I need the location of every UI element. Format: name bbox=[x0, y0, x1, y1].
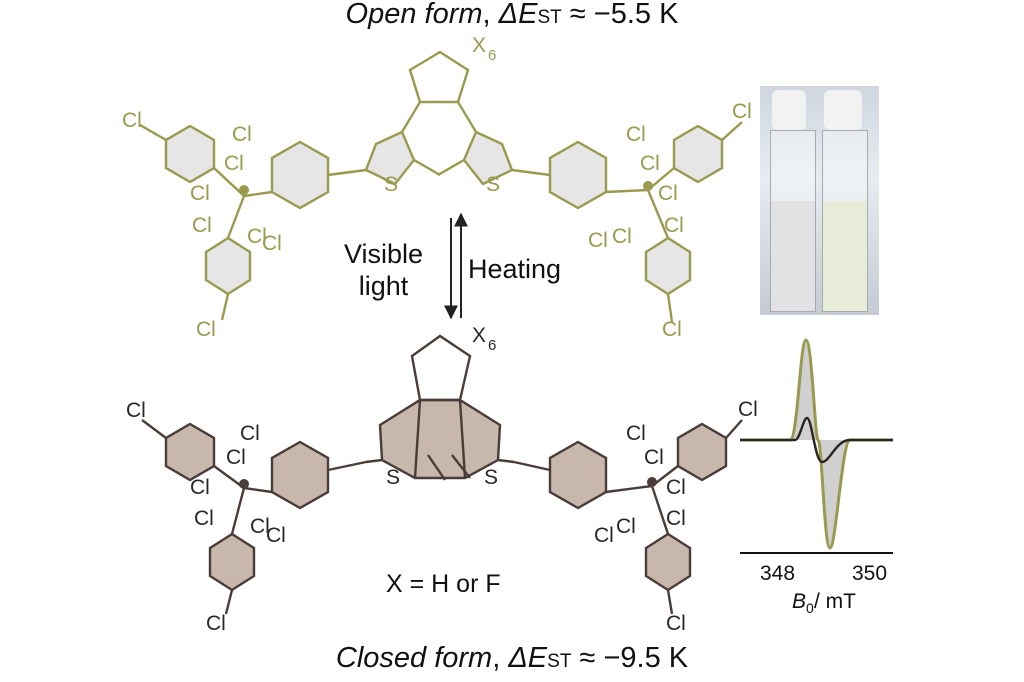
ring-substituent: X bbox=[472, 34, 486, 57]
atom-cl: Cl bbox=[616, 515, 636, 538]
atom-cl: Cl bbox=[206, 612, 226, 635]
forward-arrow-label: Visible light bbox=[344, 239, 424, 301]
atom-cl: Cl bbox=[240, 422, 260, 445]
atom-cl: Cl bbox=[224, 152, 244, 175]
atom-cl: Cl bbox=[612, 225, 632, 248]
epr-spectrum bbox=[740, 338, 893, 554]
atom-cl: Cl bbox=[226, 446, 246, 469]
epr-xlabel-symbol: B bbox=[792, 590, 806, 613]
atom-cl: Cl bbox=[194, 507, 214, 530]
closed-form-structure bbox=[141, 334, 743, 615]
atom-cl: Cl bbox=[266, 524, 286, 547]
substituent-definition: X = H or F bbox=[386, 570, 501, 598]
atom-cl: Cl bbox=[666, 612, 686, 635]
atom-cl: Cl bbox=[664, 214, 684, 237]
reverse-arrow-label: Heating bbox=[468, 254, 562, 284]
atom-cl: Cl bbox=[662, 318, 682, 341]
atom-s: S bbox=[386, 466, 400, 489]
atom-cl: Cl bbox=[588, 229, 608, 252]
atom-cl: Cl bbox=[640, 152, 660, 175]
ring-substituent-index: 6 bbox=[488, 337, 496, 354]
cuvette-right bbox=[822, 130, 868, 312]
open-form-structure bbox=[139, 50, 743, 323]
epr-tick-348: 348 bbox=[760, 562, 795, 585]
atom-cl: Cl bbox=[658, 182, 678, 205]
ring-substituent: X bbox=[472, 324, 486, 347]
cuvette-cap-right bbox=[824, 90, 862, 130]
epr-tick-350: 350 bbox=[852, 562, 887, 585]
closed-form-title: Closed form, ΔEST ≈ −9.5 K bbox=[335, 642, 689, 674]
atom-cl: Cl bbox=[126, 399, 146, 422]
epr-xlabel-unit: / mT bbox=[814, 590, 856, 613]
atom-cl: Cl bbox=[594, 524, 614, 547]
atom-cl: Cl bbox=[190, 182, 210, 205]
atom-cl: Cl bbox=[626, 422, 646, 445]
atom-cl: Cl bbox=[247, 225, 267, 248]
atom-cl: Cl bbox=[250, 515, 270, 538]
atom-cl: Cl bbox=[190, 476, 210, 499]
atom-cl: Cl bbox=[666, 476, 686, 499]
atom-cl: Cl bbox=[196, 318, 216, 341]
cuvette-photo bbox=[760, 86, 879, 315]
atom-cl: Cl bbox=[644, 446, 664, 469]
atom-cl: Cl bbox=[732, 100, 752, 123]
atom-cl: Cl bbox=[232, 123, 252, 146]
cuvette-cap-left bbox=[772, 90, 806, 130]
open-form-title: Open form, ΔEST ≈ −5.5 K bbox=[345, 0, 679, 30]
atom-cl: Cl bbox=[738, 398, 758, 421]
atom-s: S bbox=[486, 173, 500, 196]
atom-cl: Cl bbox=[626, 123, 646, 146]
cuvette-left bbox=[770, 130, 816, 312]
atom-s: S bbox=[484, 466, 498, 489]
ring-substituent-index: 6 bbox=[488, 47, 496, 64]
atom-cl: Cl bbox=[262, 232, 282, 255]
epr-xlabel-sub: 0 bbox=[806, 600, 814, 616]
atom-cl: Cl bbox=[192, 214, 212, 237]
atom-cl: Cl bbox=[122, 109, 142, 132]
atom-cl: Cl bbox=[666, 507, 686, 530]
atom-s: S bbox=[384, 173, 398, 196]
